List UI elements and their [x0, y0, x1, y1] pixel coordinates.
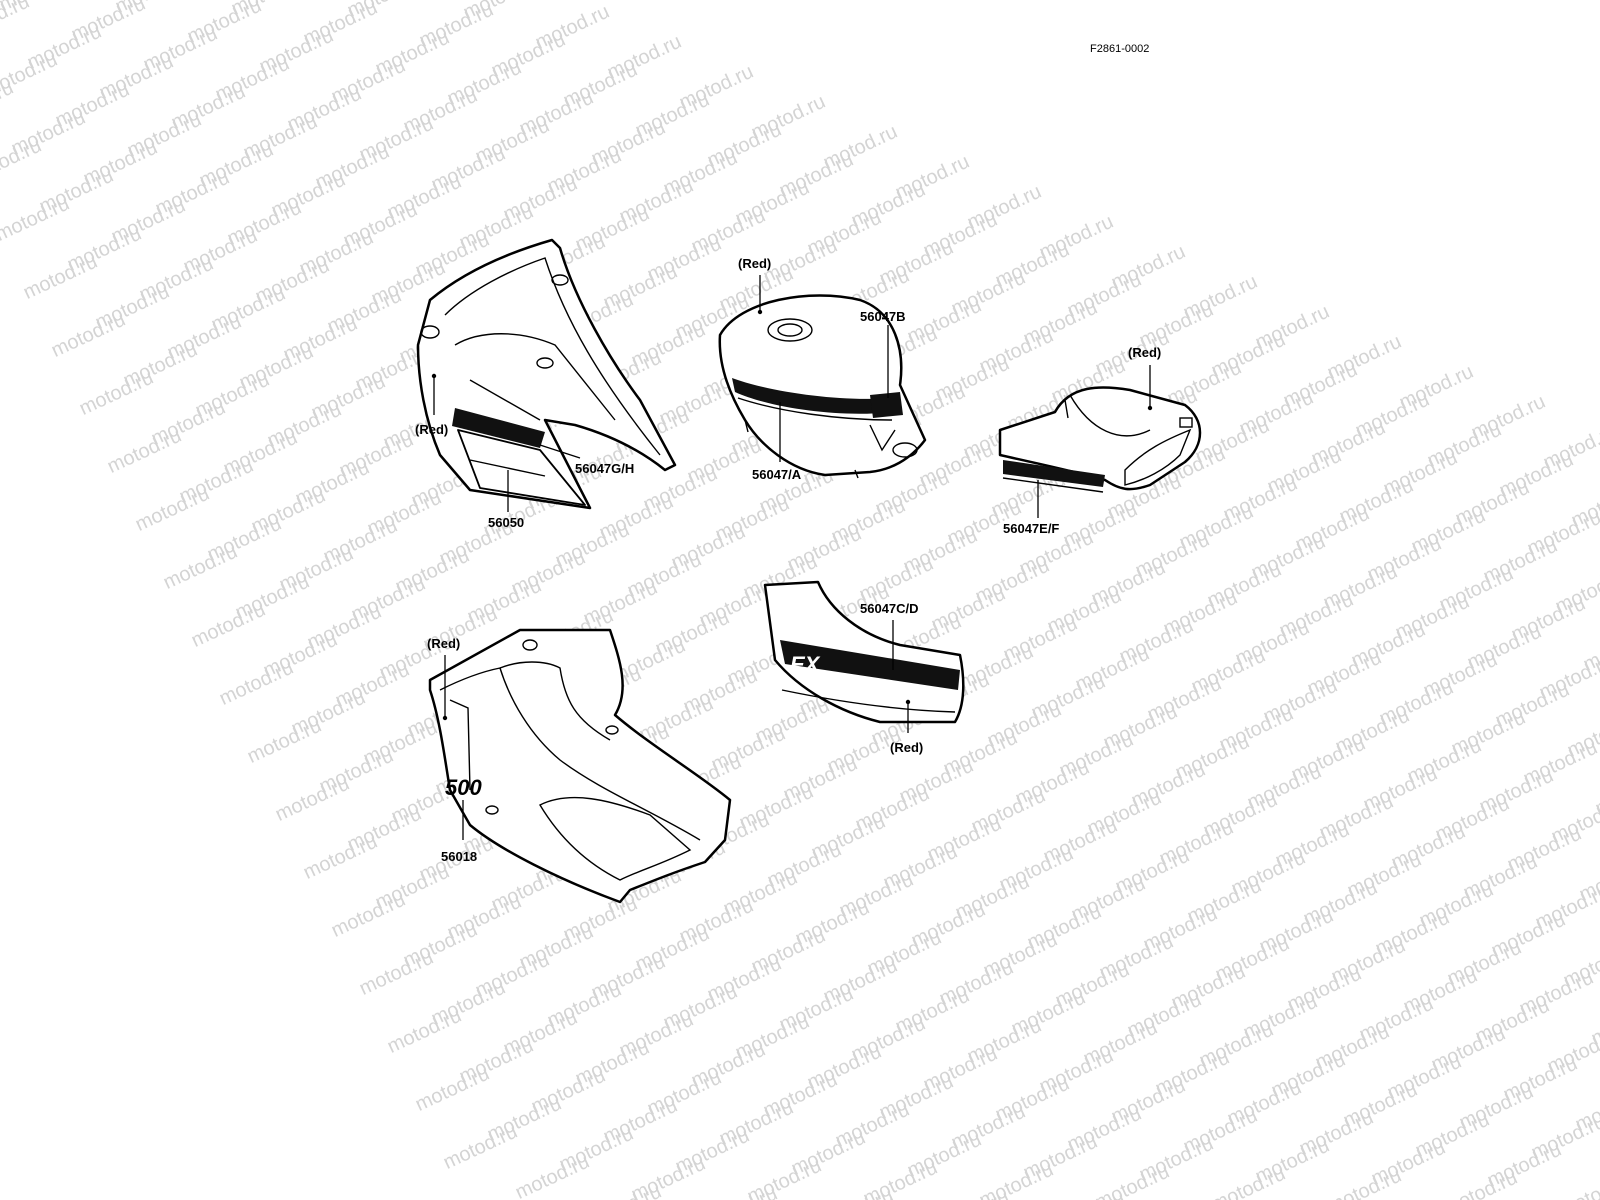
tail-decal-label: 56047E/F: [1003, 521, 1059, 536]
fairing-emblem-panel: [457, 429, 586, 506]
tail-stripe: [1003, 460, 1105, 487]
tank-stripe: [732, 378, 892, 414]
tail-cowl: [998, 386, 1202, 493]
side-cover-stripe: [780, 640, 960, 690]
fairing-decal-label: 56047G/H: [575, 461, 634, 476]
tank-emblem-label: 56047B: [860, 309, 906, 324]
tank-color-label: (Red): [738, 256, 771, 271]
lower-cowl-color-label: (Red): [427, 636, 460, 651]
tail-color-label: (Red): [1128, 345, 1161, 360]
fairing-color-label: (Red): [415, 422, 448, 437]
side-cover: EX: [763, 580, 965, 724]
tank-emblem: [870, 392, 903, 418]
side-cover-color-label: (Red): [890, 740, 923, 755]
lower-cowl-emblem: 500: [445, 775, 482, 800]
fuel-tank: [718, 294, 927, 479]
fairing-upper-decal: [452, 408, 545, 448]
upper-fairing: [416, 238, 677, 510]
figure-code: F2861-0002: [1090, 43, 1149, 55]
fairing-emblem-label: 56050: [488, 515, 524, 530]
tank-decal-label: 56047/A: [752, 467, 802, 482]
side-cover-decal-label: 56047C/D: [860, 601, 919, 616]
lower-cowl: 500: [428, 628, 732, 904]
side-cover-decal: EX: [790, 652, 821, 677]
lower-cowl-emblem-label: 56018: [441, 849, 477, 864]
